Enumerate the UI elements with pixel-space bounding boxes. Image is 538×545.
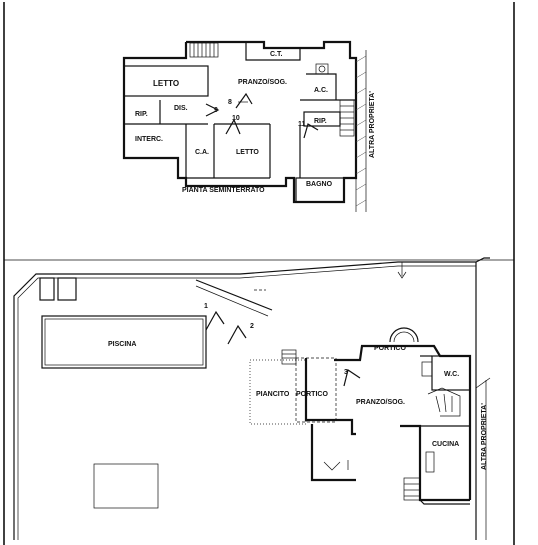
view-marker-8: 8 (228, 92, 253, 109)
garden-bed (93, 463, 159, 509)
room-label-pranzo-sog: PRANZO/SOG. (238, 79, 287, 86)
stair-front (403, 477, 421, 501)
room-label-portico-top: PORTICO (374, 345, 406, 352)
room-label-letto-bottom: LETTO (236, 149, 259, 156)
neighbor-label-basement: ALTRA PROPRIETA' (369, 91, 376, 158)
svg-text:10: 10 (232, 115, 240, 122)
svg-text:9: 9 (214, 107, 218, 114)
room-label-ct: C.T. (270, 51, 283, 58)
svg-text:11: 11 (298, 121, 306, 128)
pool (41, 315, 207, 369)
neighbor-label-ground: ALTRA PROPRIETA' (481, 403, 488, 470)
room-label-bagno: BAGNO (306, 181, 333, 188)
room-label-rip-left: RIP. (135, 111, 148, 118)
stair-top (189, 42, 219, 58)
room-label-ac: A.C. (314, 87, 328, 94)
room-label-piancito: PIANCITO (256, 391, 290, 398)
room-label-letto-top: LETTO (153, 79, 179, 88)
deck (249, 359, 307, 425)
svg-text:2: 2 (250, 323, 254, 330)
svg-text:1: 1 (204, 303, 208, 310)
room-label-dis: DIS. (174, 105, 188, 112)
room-label-piscina: PISCINA (108, 341, 136, 348)
view-marker-10: 10 (225, 115, 241, 135)
stair-portico (281, 349, 297, 365)
room-label-wc: W.C. (444, 371, 459, 378)
stair-pranzo (427, 387, 461, 417)
view-marker-2: 2 (227, 323, 254, 345)
svg-text:8: 8 (228, 99, 232, 106)
svg-text:3: 3 (344, 369, 348, 376)
room-label-rip-right: RIP. (314, 118, 327, 125)
view-marker-1: 1 (204, 303, 225, 331)
room-label-cucina: CUCINA (432, 441, 459, 448)
room-label-pranzo-sog-ground: PRANZO/SOG. (356, 399, 405, 406)
basement-title: PIANTA SEMINTERRATO (182, 187, 265, 194)
basement-plan: 8 9 10 11 C.T. LETTO PRANZO/SOG. A.C. RI… (122, 40, 376, 212)
view-marker-3: 3 (343, 369, 361, 387)
sheet-frame (3, 2, 515, 545)
room-label-portico-mid: PORTICO (296, 391, 328, 398)
stair-right (339, 99, 355, 137)
ground-plan: 1 2 PISCINA PIANCITO PORTICO PORTICO (13, 257, 491, 540)
room-label-ca: C.A. (195, 149, 209, 156)
view-marker-9: 9 (205, 103, 220, 117)
room-label-interc: INTERC. (135, 136, 163, 143)
view-marker-11: 11 (298, 121, 319, 139)
